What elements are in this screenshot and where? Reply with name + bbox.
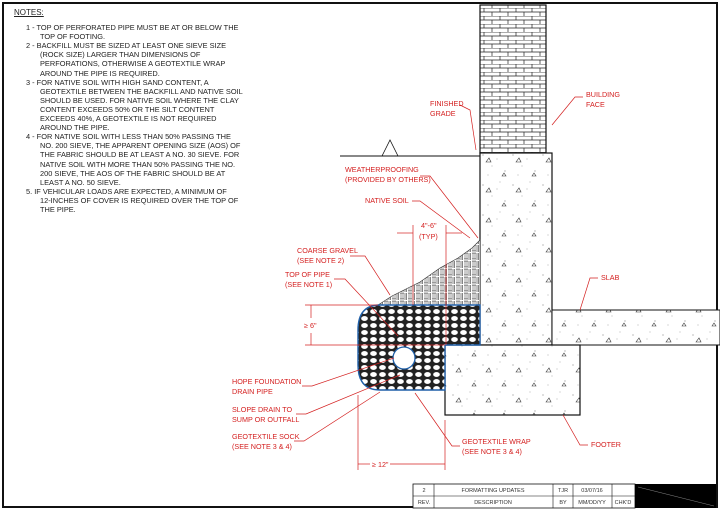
- label-coarse-gravel: COARSE GRAVEL(SEE NOTE 2): [297, 246, 358, 265]
- label-geotextile-sock: GEOTEXTILE SOCK(SEE NOTE 3 & 4): [232, 432, 300, 451]
- note-line: GEOTEXTILE BETWEEN THE BACKFILL AND NATI…: [40, 86, 243, 96]
- note-line: LEAST A NO. 50 SIEVE.: [40, 177, 121, 187]
- note-item: 5. IF VEHICULAR LOADS ARE EXPECTED, A MI…: [26, 187, 299, 214]
- notes-block: NOTES: 1 - TOP OF PERFORATED PIPE MUST BE…: [14, 8, 299, 214]
- note-line: PERFORATIONS, OTHERWISE A GEOTEXTILE WRA…: [40, 59, 226, 69]
- note-item: 2 - BACKFILL MUST BE SIZED AT LEAST ONE …: [26, 41, 299, 77]
- note-item: 1 - TOP OF PERFORATED PIPE MUST BE AT OR…: [26, 23, 299, 41]
- revision-block: 2 FORMATTING UPDATES TJR 03/07/16 REV. D…: [412, 483, 716, 509]
- header-description: DESCRIPTION: [474, 500, 512, 506]
- rev-number: 2: [422, 488, 425, 494]
- label-top-of-pipe: TOP OF PIPE(SEE NOTE 1): [285, 270, 332, 289]
- note-line: THE PIPE.: [40, 204, 76, 214]
- note-line: TOP OF FOOTING.: [40, 32, 106, 42]
- slab: [551, 309, 720, 346]
- note-line: 200 SIEVE, THE AOS OF THE FABRIC SHOULD …: [40, 168, 226, 178]
- note-line: NO. 200 SIEVE, THE APPARENT OPENING SIZE…: [40, 141, 241, 151]
- label-slab: SLAB: [601, 273, 620, 282]
- header-rev: REV.: [418, 500, 431, 506]
- brick-wall: [479, 4, 547, 154]
- header-date: MM/DD/YY: [578, 500, 606, 506]
- note-line: 5. IF VEHICULAR LOADS ARE EXPECTED, A MI…: [26, 186, 227, 196]
- note-line: 2 - BACKFILL MUST BE SIZED AT LEAST ONE …: [26, 41, 227, 51]
- rev-description: FORMATTING UPDATES: [461, 488, 524, 494]
- notes-title: NOTES:: [14, 8, 44, 17]
- rev-by: TJR: [558, 488, 568, 494]
- note-line: CONTENT EXCEEDS 50% OR THE SILT CONTENT: [40, 104, 215, 114]
- note-line: (ROCK SIZE) LARGER THAN DIMENSIONS OF: [40, 50, 201, 60]
- note-line: 1 - TOP OF PERFORATED PIPE MUST BE AT OR…: [26, 23, 239, 33]
- grade-symbol: [381, 139, 399, 157]
- note-line: EXCEEDS 40%, A GEOTEXTILE IS NOT REQUIRE…: [40, 114, 217, 124]
- note-item: 3 - FOR NATIVE SOIL WITH HIGH SAND CONTE…: [26, 78, 299, 133]
- note-line: 3 - FOR NATIVE SOIL WITH HIGH SAND CONTE…: [26, 77, 209, 87]
- note-line: NATIVE SOIL WITH MORE THAN 50% PASSING T…: [40, 159, 236, 169]
- label-min-width: ≥ 12": [372, 460, 389, 469]
- header-by: BY: [559, 500, 567, 506]
- footing: [444, 344, 581, 416]
- label-geotextile-wrap: GEOTEXTILE WRAP(SEE NOTE 3 & 4): [462, 437, 531, 456]
- note-line: SHOULD BE USED. FOR NATIVE SOIL WHERE TH…: [40, 95, 239, 105]
- coarse-gravel: [376, 239, 481, 306]
- rev-date: 03/07/16: [581, 488, 602, 494]
- note-line: AROUND THE PIPE IS REQUIRED.: [40, 68, 160, 78]
- label-weatherproofing: WEATHERPROOFING(PROVIDED BY OTHERS): [345, 165, 431, 184]
- label-footer: FOOTER: [591, 440, 621, 449]
- note-line: AROUND THE PIPE.: [40, 123, 110, 133]
- note-item: 4 - FOR NATIVE SOIL WITH LESS THAN 50% P…: [26, 132, 299, 187]
- note-line: THE FABRIC SHOULD BE AT LEAST A NO. 30 S…: [40, 150, 240, 160]
- note-line: 12-INCHES OF COVER IS REQUIRED OVER THE …: [40, 195, 239, 205]
- label-min-cover: ≥ 6": [304, 321, 317, 330]
- label-spacing: 4"-6"(TYP): [419, 221, 438, 241]
- drain-pipe: [392, 346, 416, 370]
- foundation-wall: [479, 152, 553, 346]
- note-line: 4 - FOR NATIVE SOIL WITH LESS THAN 50% P…: [26, 132, 231, 142]
- header-chkd: CHK'D: [615, 500, 632, 506]
- dimension-lines: [294, 96, 598, 470]
- label-native-soil: NATIVE SOIL: [365, 196, 409, 205]
